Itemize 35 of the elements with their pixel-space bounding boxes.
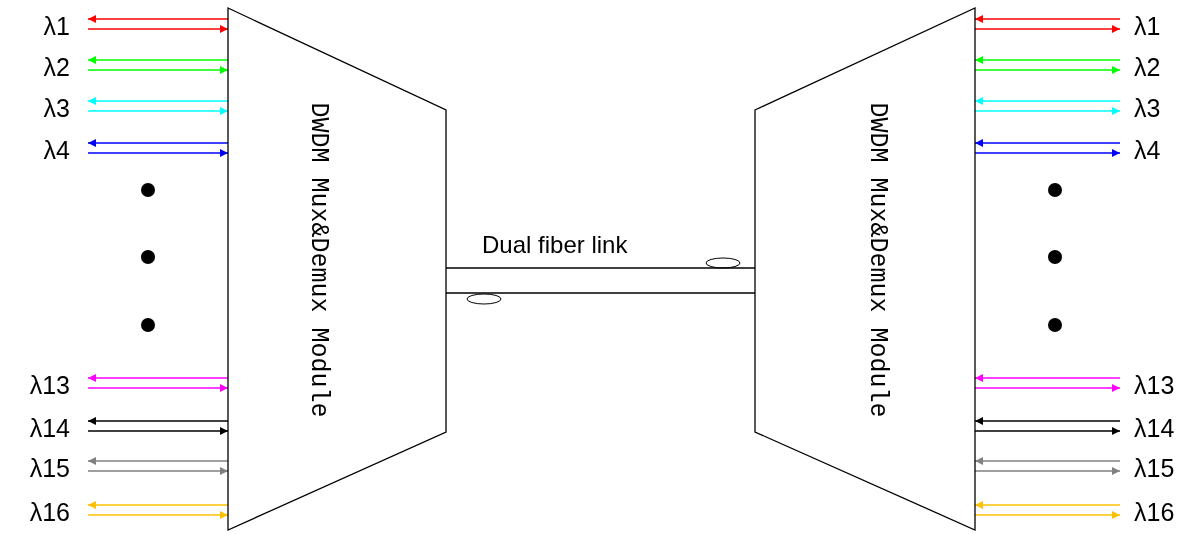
wavelength-label: λ15 <box>29 455 70 481</box>
arrow <box>87 427 229 435</box>
wavelength-label: λ13 <box>29 372 70 398</box>
arrow <box>87 374 229 382</box>
link-label: Dual fiber link <box>482 231 628 259</box>
arrow <box>87 467 229 475</box>
arrow <box>87 501 229 509</box>
wavelength-label: λ16 <box>1134 499 1175 525</box>
wavelength-label: λ16 <box>29 499 70 525</box>
wavelength-label: λ2 <box>43 54 70 80</box>
arrow <box>87 384 229 392</box>
arrow <box>87 457 229 465</box>
wavelength-label: λ1 <box>43 13 70 39</box>
arrow <box>87 56 229 64</box>
arrow <box>87 149 229 157</box>
wavelength-label: λ15 <box>1134 455 1175 481</box>
wavelength-label: λ4 <box>43 137 70 163</box>
wavelength-label: λ3 <box>43 95 70 121</box>
wavelength-label: λ13 <box>1134 372 1175 398</box>
arrow <box>87 417 229 425</box>
wavelength-label: λ2 <box>1134 54 1161 80</box>
arrow <box>87 139 229 147</box>
arrow <box>87 25 229 33</box>
wavelength-label: λ14 <box>29 415 70 441</box>
arrow <box>87 66 229 74</box>
arrow <box>87 107 229 115</box>
module-label: DWDM Mux&Demux Module <box>303 102 333 418</box>
wavelength-label: λ14 <box>1134 415 1175 441</box>
wavelength-label: λ4 <box>1134 137 1161 163</box>
arrow <box>87 97 229 105</box>
module-label: DWDM Mux&Demux Module <box>862 102 892 418</box>
arrow <box>87 511 229 519</box>
wavelength-label: λ3 <box>1134 95 1161 121</box>
arrow <box>87 15 229 23</box>
wavelength-label: λ1 <box>1134 13 1161 39</box>
